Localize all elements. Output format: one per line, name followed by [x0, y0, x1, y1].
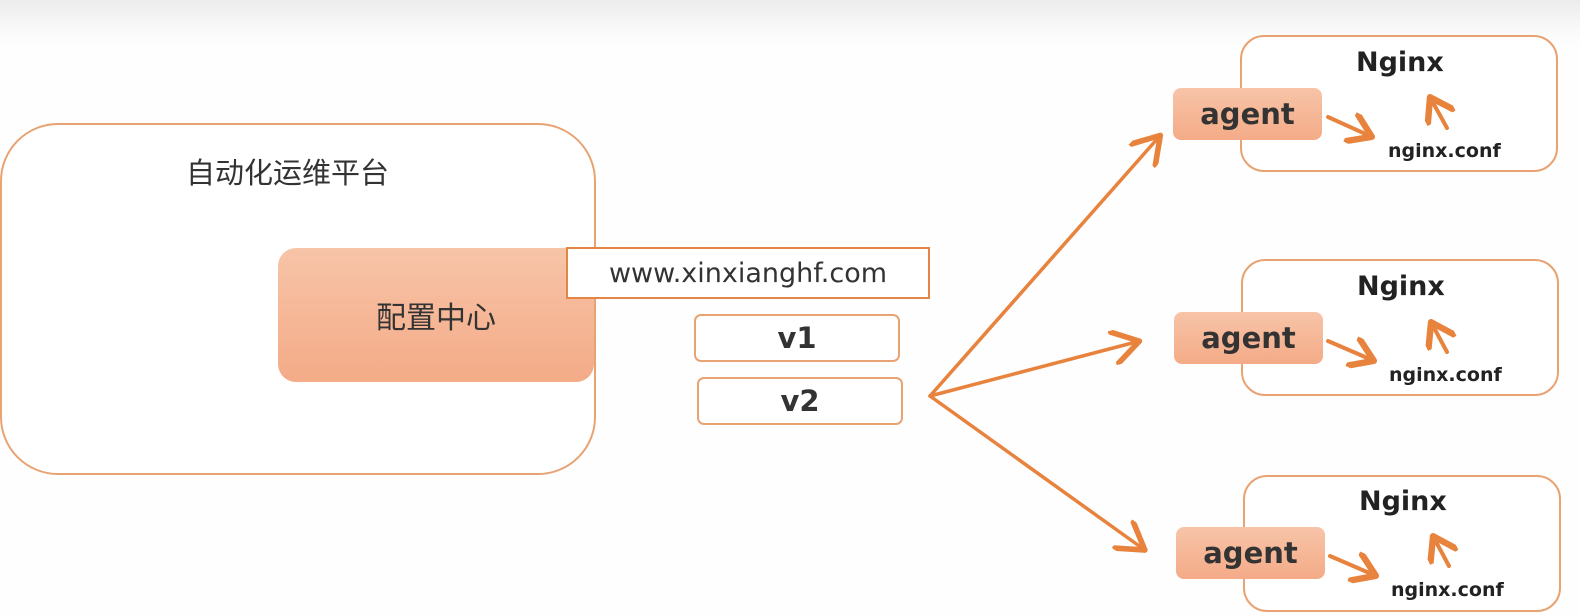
arrow-to-agent-2 [928, 342, 1136, 398]
arrow-to-agent-1 [928, 138, 1158, 398]
domain-label: www.xinxianghf.com [566, 247, 930, 299]
arrow-agent-to-conf-3 [1328, 556, 1374, 575]
nginx-conf-2: nginx.conf [1389, 364, 1502, 386]
nginx-conf-1: nginx.conf [1388, 140, 1501, 162]
nginx-title-1: Nginx [1356, 47, 1444, 78]
arrow-conf-to-nginx-2 [1432, 324, 1447, 354]
platform-title: 自动化运维平台 [186, 156, 390, 190]
nginx-title-3: Nginx [1359, 486, 1447, 517]
arrow-conf-to-nginx-3 [1434, 538, 1449, 568]
arrow-agent-to-conf-2 [1326, 341, 1372, 360]
config-center-box: 配置中心 [278, 248, 594, 382]
arrow-conf-to-nginx-1 [1431, 99, 1447, 130]
arrow-agent-to-conf-1 [1326, 117, 1370, 136]
nginx-conf-3: nginx.conf [1391, 579, 1504, 601]
version-v2: v2 [697, 377, 903, 425]
agent-1: agent [1173, 88, 1322, 140]
agent-3: agent [1176, 527, 1325, 579]
version-v1: v1 [694, 314, 900, 362]
nginx-title-2: Nginx [1357, 271, 1445, 302]
arrow-to-agent-3 [928, 394, 1142, 548]
agent-2: agent [1174, 312, 1323, 364]
